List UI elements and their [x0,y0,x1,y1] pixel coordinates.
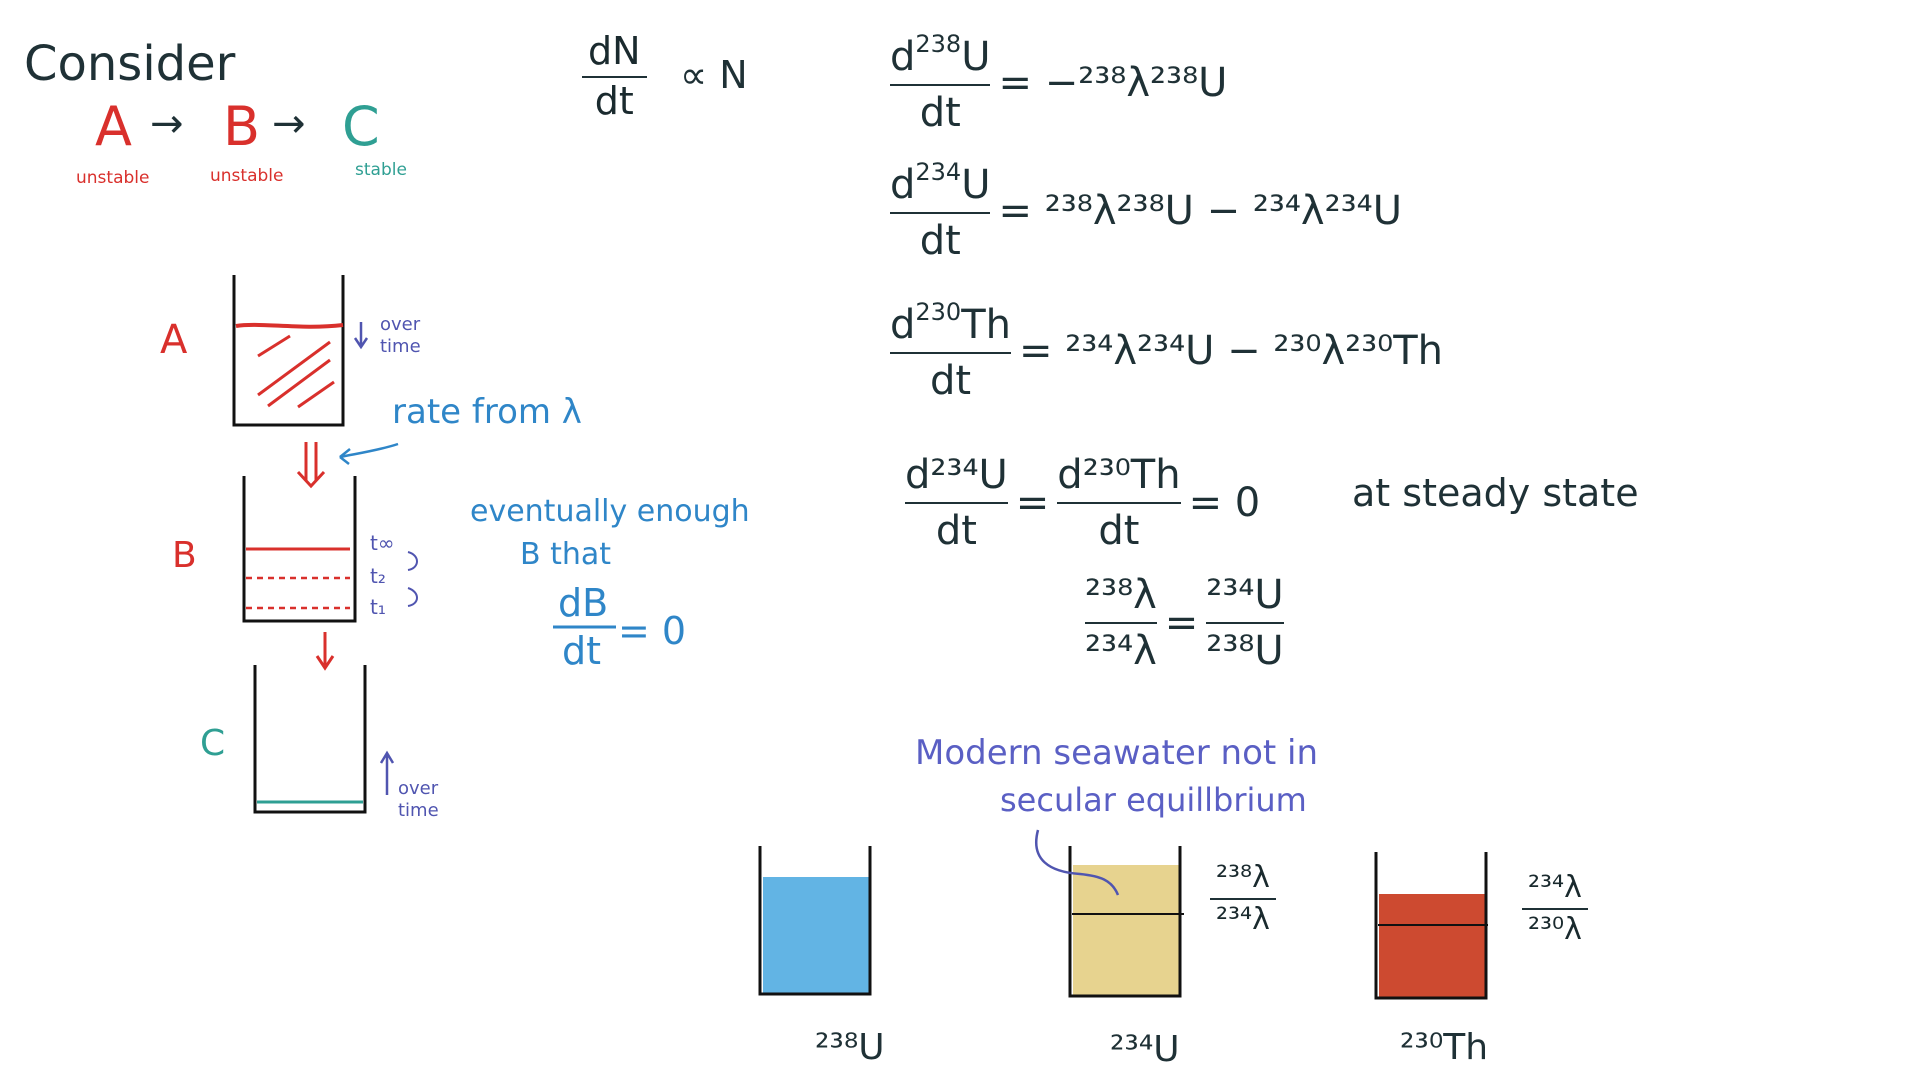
label-b-unstable: unstable [210,166,284,186]
chain-arrow-1: → [150,101,184,147]
prop-fraction: dN dt [582,29,647,123]
arrow-bc [315,632,335,671]
beaker-c [253,665,367,814]
u234-fill [1073,865,1179,995]
ratio-234-230: ²³⁴λ ²³⁰λ [1522,872,1588,945]
label-a-unstable: unstable [76,168,150,188]
label-c-stable: stable [355,160,407,180]
beaker-b-label: B [172,535,197,576]
ratio-238-234: ²³⁸λ ²³⁴λ [1210,862,1276,935]
eventually-enough: eventually enough [470,494,750,529]
t-2: t₂ [370,564,386,588]
prop-den: dt [594,78,634,123]
over-time-c: over time [398,778,439,821]
up-arrow-c [379,750,395,795]
chain-c: C [342,95,380,158]
e2-rhs: = ²³⁸λ²³⁸U − ²³⁴λ²³⁴U [998,188,1402,234]
e3-rhs: = ²³⁴λ²³⁴U − ²³⁰λ²³⁰Th [1019,328,1444,374]
t-1: t₁ [370,595,386,619]
beaker-c-label: C [200,723,226,764]
rate-pointer [339,442,399,465]
t-curls [407,551,418,607]
t-infinity: t∞ [370,531,395,555]
equation-230th: d230Th dt = ²³⁴λ²³⁴U − ²³⁰λ²³⁰Th [890,298,1451,404]
u238-beaker [758,846,872,996]
e2-fraction: d234U dt [890,158,991,264]
beaker-a [232,275,345,427]
e1-rhs: = −²³⁸λ²³⁸U [998,60,1228,106]
over-time-a: over time [380,314,421,357]
seawater-pointer [1035,829,1120,896]
seawater-note-line2: secular equillbrium [1000,781,1307,819]
beaker-a-label: A [160,317,188,363]
double-arrow-ab [296,442,326,489]
u238-fill [763,877,869,993]
seawater-note-line1: Modern seawater not in [915,733,1319,773]
label-th230: ²³⁰Th [1400,1027,1489,1068]
label-u234: ²³⁴U [1110,1029,1180,1070]
chain-b: B [223,95,261,158]
eq-zero: = 0 [618,609,687,653]
th230-fill [1379,894,1485,997]
beaker-a-level [235,322,344,329]
chain-arrow-2: → [272,101,306,147]
beaker-b [242,476,357,623]
equation-steady-state: d²³⁴U dt = d²³⁰Th dt = 0 [905,452,1261,554]
db-label: dB [558,581,609,625]
chain-a: A [95,95,132,158]
dt-label: dt [562,629,602,673]
e3-fraction: d230Th dt [890,298,1011,404]
prop-rhs: ∝ N [680,53,748,97]
prop-num: dN [588,29,641,73]
rate-from-lambda: rate from λ [392,392,582,432]
b-that: B that [520,537,612,572]
equation-ratio: ²³⁸λ ²³⁴λ = ²³⁴U ²³⁸U [1085,572,1284,674]
e1-fraction: d238U dt [890,30,991,136]
down-arrow-a [353,322,369,350]
equation-234u: d234U dt = ²³⁸λ²³⁸U − ²³⁴λ²³⁴U [890,158,1410,264]
label-u238: ²³⁸U [815,1027,885,1068]
u234-beaker [1068,846,1182,998]
beaker-a-hatch [257,334,335,409]
steady-state-note: at steady state [1352,471,1639,515]
equation-238u: d238U dt = −²³⁸λ²³⁸U [890,30,1235,136]
consider-heading: Consider [24,36,236,92]
